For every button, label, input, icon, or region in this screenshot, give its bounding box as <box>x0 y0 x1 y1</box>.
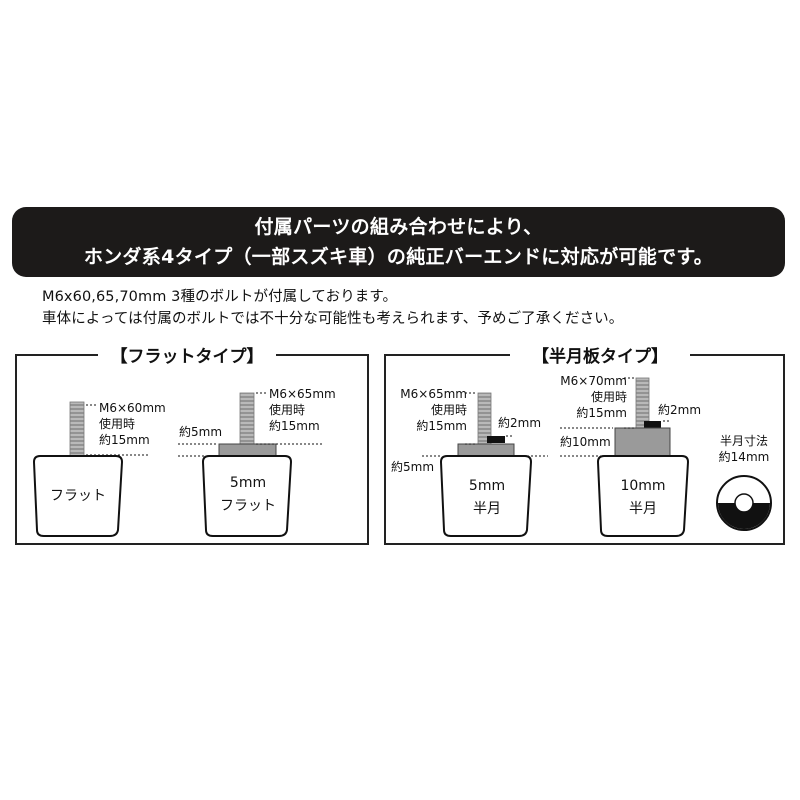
bolt-spec: M6×65mm <box>269 387 336 401</box>
body-label-type: 半月 <box>629 501 657 517</box>
bar-end-body-icon <box>201 455 293 537</box>
bolt-usage: 使用時 <box>269 402 305 417</box>
bolt-usage: 使用時 <box>431 402 467 417</box>
flat-type-panel: 【フラットタイプ】 M6×60mm 使用時 約15mm フラット M6×65mm… <box>15 346 369 545</box>
spacer-thickness: 約10mm <box>560 434 611 449</box>
notes-line-2: 車体によっては付属のボルトでは不十分な可能性も考えられます、予めご了承ください。 <box>42 311 624 327</box>
dimension-label: 半月寸法 <box>720 434 768 448</box>
nut-icon <box>487 436 505 443</box>
bolt-length: 約15mm <box>576 405 627 420</box>
spacer-icon <box>457 443 515 457</box>
bolt-length: 約15mm <box>416 418 467 433</box>
spacer-icon <box>218 443 277 457</box>
flat-part: M6×60mm 使用時 約15mm フラット <box>32 401 166 537</box>
bolt-icon <box>239 392 255 445</box>
bolt-length: 約15mm <box>269 418 320 433</box>
spacer-icon <box>614 427 671 457</box>
bolt-spec: M6×65mm <box>400 387 467 401</box>
nut-thickness: 約2mm <box>658 402 701 417</box>
body-label-type: フラット <box>220 498 276 514</box>
nut-thickness: 約2mm <box>498 415 541 430</box>
half-moon-type-panel: 【半月板タイプ】 M6×65mm 使用時 約15mm 約2mm 約5mm 5mm… <box>384 346 785 545</box>
flat-5mm-part: M6×65mm 使用時 約15mm 約5mm 5mm フラット <box>178 387 336 537</box>
body-label: フラット <box>50 488 106 504</box>
bolt-usage: 使用時 <box>99 416 135 431</box>
nut-icon <box>644 421 661 428</box>
body-label-size: 5mm <box>469 478 505 494</box>
bolt-spec: M6×60mm <box>99 401 166 415</box>
notes-line-1: M6x60,65,70mm 3種のボルトが付属しております。 <box>42 289 398 305</box>
half-10mm-part: M6×70mm 使用時 約15mm 約2mm 約10mm 10mm 半月 <box>560 374 701 537</box>
body-label-size: 10mm <box>620 478 665 494</box>
bolt-icon <box>635 377 650 429</box>
bolt-usage: 使用時 <box>591 389 627 404</box>
headline-banner: 付属パーツの組み合わせにより、 ホンダ系4タイプ（一部スズキ車）の純正バーエンド… <box>12 207 785 277</box>
headline-line-2: ホンダ系4タイプ（一部スズキ車）の純正バーエンドに対応が可能です。 <box>83 246 714 268</box>
dimension-value: 約14mm <box>719 449 770 464</box>
body-label-size: 5mm <box>230 475 266 491</box>
spacer-thickness: 約5mm <box>179 424 222 439</box>
half-moon-dimension: 半月寸法 約14mm <box>716 434 772 531</box>
bolt-length: 約15mm <box>99 432 150 447</box>
half-moon-icon <box>718 503 770 529</box>
bar-end-body-icon <box>32 455 124 537</box>
bar-end-body-icon <box>596 455 690 537</box>
bolt-hole-icon <box>734 493 754 513</box>
half-5mm-part: M6×65mm 使用時 約15mm 約2mm 約5mm 5mm 半月 <box>391 387 548 537</box>
bolt-notes: M6x60,65,70mm 3種のボルトが付属しております。 車体によっては付属… <box>42 286 623 330</box>
bar-end-body-icon <box>439 455 533 537</box>
bolt-icon <box>69 401 85 457</box>
half-panel-title: 【半月板タイプ】 <box>532 346 668 367</box>
body-label-type: 半月 <box>473 501 501 517</box>
flat-panel-title: 【フラットタイプ】 <box>111 346 264 367</box>
spacer-thickness: 約5mm <box>391 459 434 474</box>
headline-line-1: 付属パーツの組み合わせにより、 <box>254 216 543 238</box>
bolt-spec: M6×70mm <box>560 374 627 388</box>
